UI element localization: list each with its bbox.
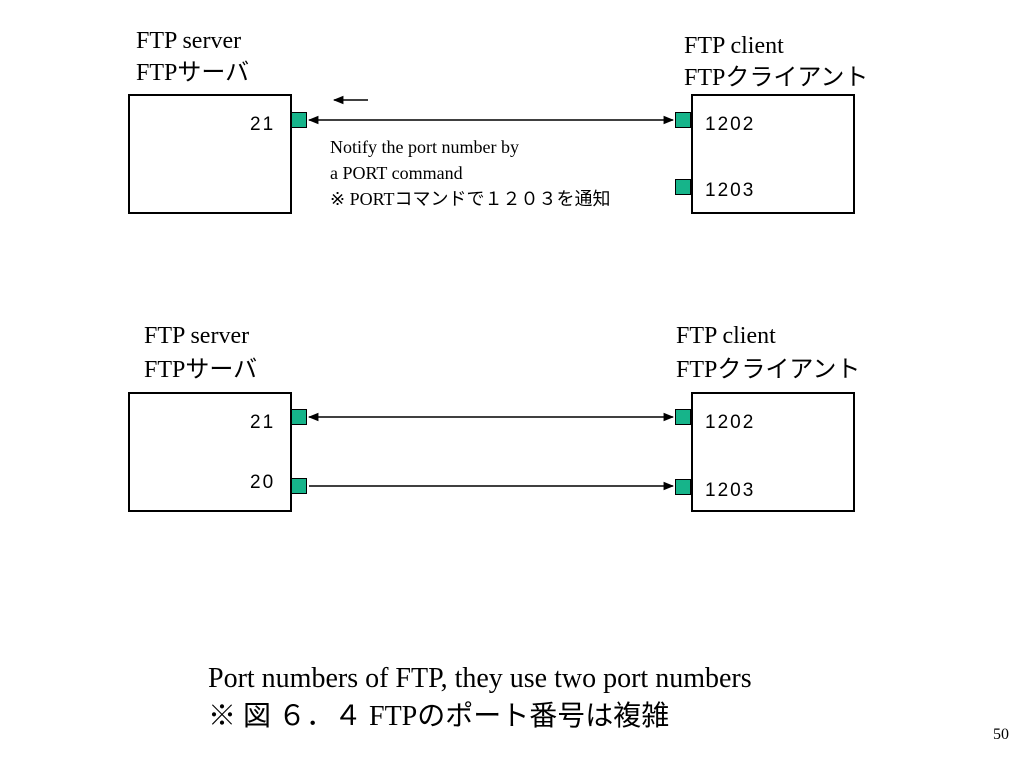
- server-label-jp-1: FTPサーバ: [136, 60, 250, 86]
- client-port-number-b: 1203: [705, 180, 756, 201]
- port-command-note-line2: a PORT command: [330, 163, 463, 183]
- server-port-number: 21: [250, 114, 276, 135]
- server-port-square-b: [291, 478, 307, 494]
- client-port-number-a: 1202: [705, 114, 756, 135]
- caption-line1: Port numbers of FTP, they use two port n…: [208, 663, 752, 694]
- client-box-2: 1202 1203: [691, 392, 855, 512]
- client-port-square-b: [675, 179, 691, 195]
- server-label-en-2: FTP server: [144, 323, 250, 349]
- server-label-en-1: FTP server: [136, 28, 242, 54]
- server-box-1: 21: [128, 94, 292, 214]
- server-box-2: 21 20: [128, 392, 292, 512]
- client-port-number-b: 1203: [705, 480, 756, 501]
- caption-line2: ※ 図 ６．４ FTPのポート番号は複雑: [208, 701, 670, 732]
- client-label-en-1: FTP client: [684, 33, 784, 59]
- server-port-number-a: 21: [250, 412, 276, 433]
- client-port-square-a: [675, 112, 691, 128]
- client-port-number-a: 1202: [705, 412, 756, 433]
- server-port-square-a: [291, 409, 307, 425]
- client-port-square-a: [675, 409, 691, 425]
- client-label-jp-1: FTPクライアント: [684, 65, 869, 91]
- port-command-note-line3: ※ PORTコマンドで１２０３を通知: [330, 189, 611, 209]
- client-label-jp-2: FTPクライアント: [676, 357, 861, 383]
- port-command-note-line1: Notify the port number by: [330, 137, 519, 157]
- client-label-en-2: FTP client: [676, 323, 776, 349]
- server-port-square: [291, 112, 307, 128]
- page-number: 50: [993, 726, 1009, 743]
- server-port-number-b: 20: [250, 472, 276, 493]
- client-port-square-b: [675, 479, 691, 495]
- client-box-1: 1202 1203: [691, 94, 855, 214]
- server-label-jp-2: FTPサーバ: [144, 357, 258, 383]
